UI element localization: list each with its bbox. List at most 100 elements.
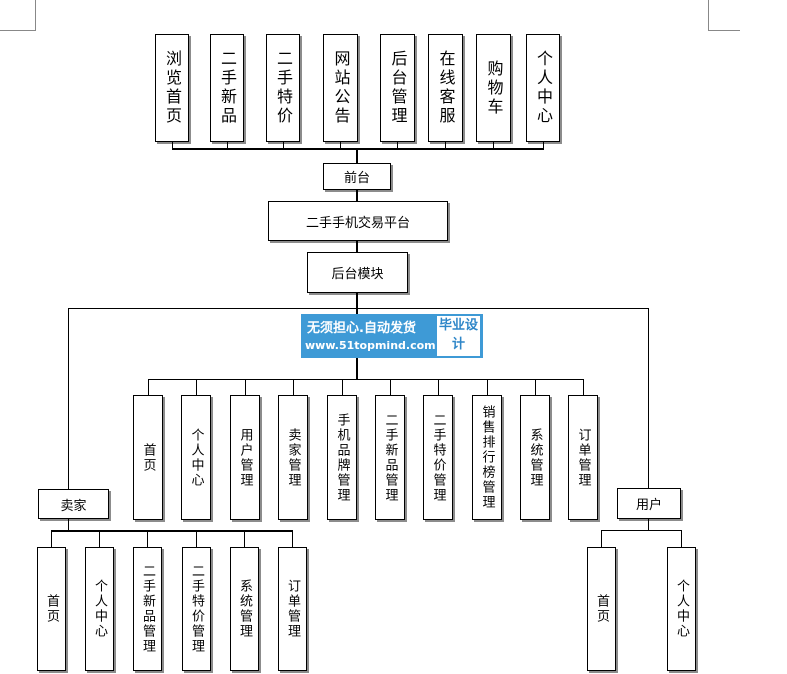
front-node: 前台 [323, 163, 391, 190]
front-module-browse-home: 浏览首页 [155, 34, 189, 142]
admin-connector [535, 379, 536, 395]
admin-connector [148, 379, 149, 395]
admin-module-personal-center: 个人中心 [181, 395, 211, 520]
backend-main-bus [68, 308, 649, 309]
front-module-announcement: 网站公告 [323, 34, 358, 142]
admin-connector [390, 379, 391, 395]
admin-module-user-management: 用户管理 [230, 395, 260, 520]
watermark-slogan: 无须担心.自动发货 [307, 321, 416, 336]
watermark-text-block: 无须担心.自动发货 www.51topmind.com [301, 314, 436, 358]
platform-to-backend-line [356, 241, 358, 252]
user-module-label: 个人中心 [674, 579, 689, 639]
user-node-label: 用户 [635, 498, 662, 513]
front-node-label: 前台 [343, 171, 370, 186]
admin-module-label: 手机品牌管理 [334, 412, 350, 503]
front-module-label: 网站公告 [331, 50, 351, 126]
backend-node-label: 后台模块 [331, 267, 384, 282]
platform-node: 二手手机交易平台 [268, 201, 448, 241]
admin-module-label: 首页 [140, 442, 156, 473]
front-module-cart: 购物车 [476, 34, 511, 142]
admin-module-label: 二手新品管理 [382, 412, 398, 503]
seller-module-label: 个人中心 [92, 579, 107, 639]
front-connector [543, 142, 544, 149]
page-corner-mark-right-h [708, 30, 740, 31]
seller-connector [244, 531, 245, 547]
admin-module-label: 个人中心 [188, 427, 204, 488]
front-module-label: 购物车 [484, 59, 504, 117]
seller-module-label: 系统管理 [237, 579, 252, 639]
admin-module-seller-management: 卖家管理 [278, 395, 308, 520]
admin-module-brand-management: 手机品牌管理 [327, 395, 357, 520]
user-module-home: 首页 [587, 547, 616, 671]
admin-connector [293, 379, 294, 395]
seller-module-label: 订单管理 [285, 579, 300, 639]
front-module-label: 后台管理 [388, 50, 408, 126]
seller-module-order-management: 订单管理 [278, 547, 307, 671]
page-corner-mark-left-v [35, 0, 36, 31]
front-module-label: 浏览首页 [163, 50, 182, 126]
front-connector [493, 142, 494, 149]
admin-module-used-new-management: 二手新品管理 [375, 395, 405, 520]
front-connector [227, 142, 228, 149]
user-stem [648, 519, 649, 531]
admin-module-label: 销售排行榜管理 [479, 405, 495, 510]
user-connector [681, 530, 682, 547]
admin-module-used-special-management: 二手特价管理 [423, 395, 453, 520]
seller-module-used-new-management: 二手新品管理 [133, 547, 162, 671]
admin-module-label: 系统管理 [527, 427, 543, 488]
front-bus [172, 148, 544, 150]
seller-bus [51, 530, 293, 532]
front-stem [356, 149, 358, 163]
front-connector [445, 142, 446, 149]
watermark-badge: 毕业设计 [437, 316, 480, 356]
front-module-label: 二手特价 [274, 50, 293, 126]
seller-stem [68, 519, 69, 531]
seller-node: 卖家 [38, 489, 109, 519]
admin-connector [583, 379, 584, 395]
front-module-label: 个人中心 [534, 50, 553, 126]
front-module-label: 二手新品 [218, 50, 237, 126]
front-connector [340, 142, 341, 149]
user-connector [601, 530, 602, 547]
seller-module-label: 二手特价管理 [189, 564, 204, 654]
admin-connector [245, 379, 246, 395]
seller-module-label: 二手新品管理 [140, 564, 155, 654]
admin-module-label: 用户管理 [237, 427, 253, 488]
seller-node-label: 卖家 [60, 498, 87, 514]
user-bus [601, 530, 682, 531]
admin-module-home: 首页 [133, 395, 163, 520]
admin-connector [487, 379, 488, 395]
seller-module-personal-center: 个人中心 [85, 547, 114, 671]
page-corner-mark-left-h [0, 30, 36, 31]
seller-connector [51, 531, 52, 547]
front-module-online-service: 在线客服 [428, 34, 463, 142]
front-module-label: 在线客服 [436, 50, 456, 126]
admin-module-label: 订单管理 [575, 427, 591, 488]
front-to-platform-line [356, 190, 358, 201]
admin-module-label: 二手特价管理 [430, 412, 446, 503]
seller-connector [196, 531, 197, 547]
seller-module-label: 首页 [44, 594, 59, 624]
platform-node-label: 二手手机交易平台 [305, 215, 410, 231]
admin-connector [438, 379, 439, 395]
user-branch-line [648, 308, 649, 488]
front-connector [283, 142, 284, 149]
watermark-banner: 无须担心.自动发货 www.51topmind.com 毕业设计 [301, 314, 483, 358]
user-node: 用户 [617, 488, 681, 519]
front-module-used-new: 二手新品 [210, 34, 244, 142]
user-module-personal-center: 个人中心 [667, 547, 696, 671]
admin-connector [196, 379, 197, 395]
page-corner-mark-right-v [708, 0, 709, 31]
admin-module-order-management: 订单管理 [568, 395, 598, 520]
seller-connector [292, 531, 293, 547]
admin-module-label: 卖家管理 [285, 427, 301, 488]
front-connector [397, 142, 398, 149]
admin-bus [148, 379, 584, 380]
backend-stem [356, 293, 358, 309]
front-connector [172, 142, 173, 149]
front-module-used-special: 二手特价 [266, 34, 300, 142]
seller-connector [147, 531, 148, 547]
front-module-backend-admin: 后台管理 [380, 34, 415, 142]
seller-branch-line [68, 308, 69, 489]
